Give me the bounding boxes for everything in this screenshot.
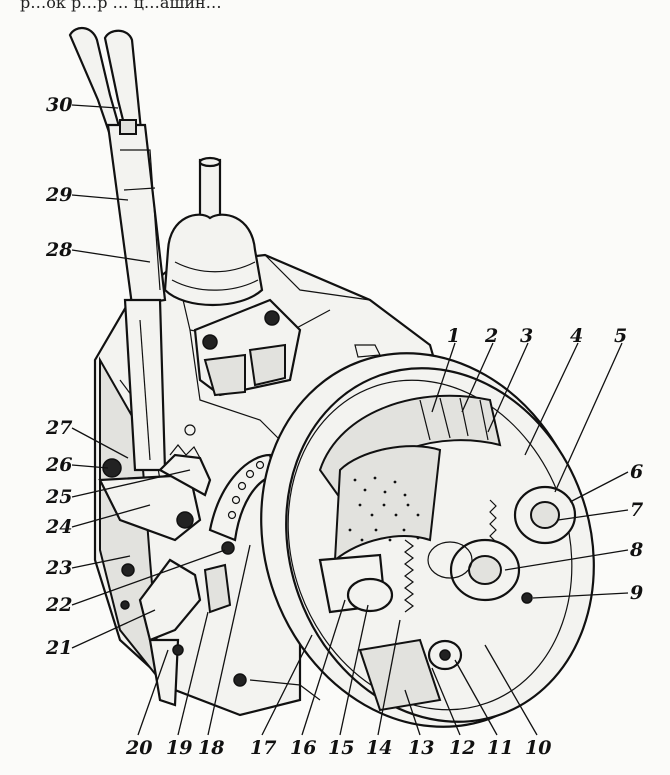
leader-lines [71, 104, 629, 736]
callout-15: 15 [328, 737, 354, 759]
callout-5: 5 [614, 325, 627, 347]
callout-labels: 1 2 3 4 5 6 7 8 9 10 11 12 13 14 15 16 1… [45, 94, 643, 759]
callout-7: 7 [630, 499, 643, 521]
gear-shift-lever [163, 156, 264, 306]
callout-27: 27 [45, 417, 72, 439]
parking-brake-lever [68, 27, 167, 472]
callout-2: 2 [484, 325, 498, 347]
callout-3: 3 [520, 325, 533, 347]
callout-14: 14 [366, 737, 392, 759]
lining-texture [348, 476, 420, 542]
callout-8: 8 [629, 539, 643, 561]
callout-26: 26 [45, 454, 72, 476]
callout-9: 9 [630, 582, 643, 604]
callout-19: 19 [166, 737, 192, 759]
callout-18: 18 [198, 737, 224, 759]
callout-12: 12 [449, 737, 475, 759]
callout-22: 22 [45, 594, 72, 616]
callout-13: 13 [408, 737, 434, 759]
callout-28: 28 [45, 239, 72, 261]
callout-29: 29 [45, 184, 72, 206]
callout-20: 20 [125, 737, 152, 759]
callout-30: 30 [46, 94, 72, 116]
callout-6: 6 [630, 461, 643, 483]
brake-drum [260, 352, 595, 728]
callout-10: 10 [525, 737, 551, 759]
callout-11: 11 [487, 737, 513, 759]
side-linkage [98, 444, 321, 707]
callout-4: 4 [570, 325, 583, 347]
callout-23: 23 [45, 557, 72, 579]
callout-17: 17 [250, 737, 276, 759]
callout-24: 24 [45, 516, 72, 538]
callout-16: 16 [290, 737, 316, 759]
caption-fragment: р…ок р…р … ц…ашин… [20, 0, 222, 12]
callout-1: 1 [447, 325, 460, 347]
callout-25: 25 [45, 486, 72, 508]
callout-21: 21 [45, 637, 72, 659]
